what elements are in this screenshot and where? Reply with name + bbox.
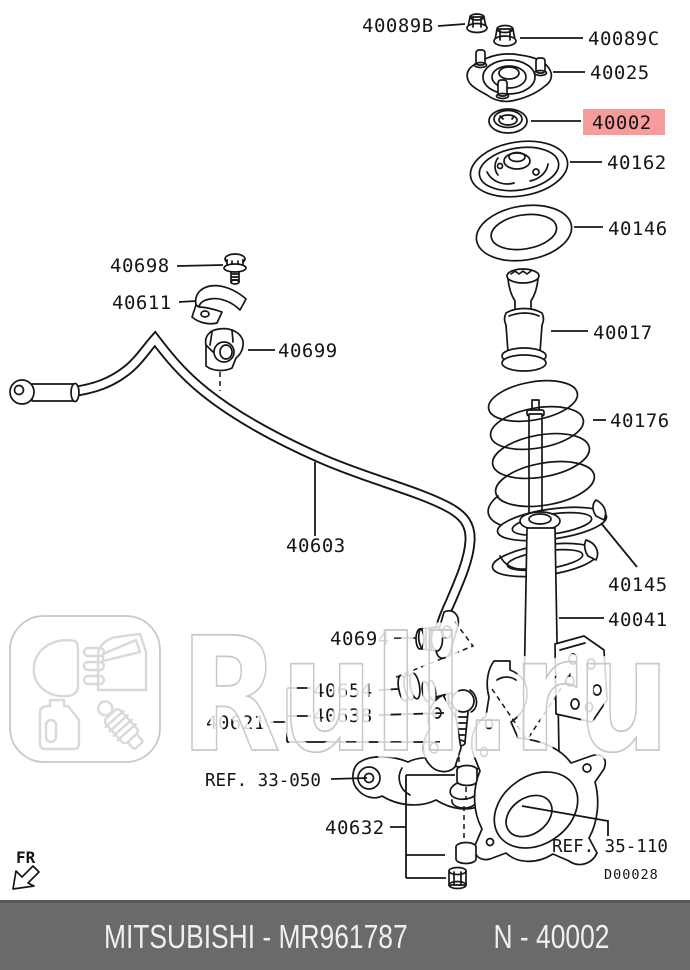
svg-text:Rull.ru: Rull.ru bbox=[180, 604, 670, 788]
drawing-code-label: D00028 bbox=[604, 867, 659, 883]
part-label-40694[interactable]: 40694 bbox=[330, 628, 390, 650]
part-label-40002[interactable]: 40002 bbox=[592, 112, 652, 134]
part-label-40698[interactable]: 40698 bbox=[110, 255, 170, 277]
leader-lines bbox=[176, 23, 638, 879]
knuckle-drawing bbox=[470, 660, 607, 866]
spring-pad-drawing bbox=[475, 204, 573, 262]
stabilizer-bushing-drawing bbox=[204, 327, 244, 391]
part-label-40025[interactable]: 40025 bbox=[590, 62, 650, 84]
watermark-text: Rull.ru Rull.ru bbox=[173, 597, 678, 796]
knuckle-bolt-stack-drawing bbox=[448, 841, 477, 890]
ball-joint-bushing-drawing bbox=[451, 764, 478, 840]
ref-label-lower-arm[interactable]: REF. 33-050 bbox=[205, 771, 321, 791]
part-label-40638[interactable]: 40638 bbox=[313, 705, 373, 727]
assembly-guide-dashes bbox=[491, 672, 572, 741]
bump-stopper-drawing bbox=[501, 268, 547, 372]
footer-group-number-text: N - 40002 bbox=[493, 917, 610, 955]
part-label-40611[interactable]: 40611 bbox=[112, 292, 172, 314]
part-label-40603[interactable]: 40603 bbox=[286, 535, 346, 557]
piston-rod-drawing bbox=[526, 399, 545, 527]
part-label-40654[interactable]: 40654 bbox=[313, 680, 373, 702]
part-label-40089b[interactable]: 40089B bbox=[362, 15, 434, 37]
part-label-40041[interactable]: 40041 bbox=[608, 609, 668, 631]
part-label-40089c[interactable]: 40089C bbox=[588, 28, 660, 50]
footer-brand-part-text: MITSUBISHI - MR961787 bbox=[103, 917, 408, 955]
front-direction-arrow-icon bbox=[12, 865, 40, 890]
strut-body-drawing bbox=[516, 527, 608, 770]
bar-end-and-nut-drawing bbox=[393, 610, 475, 679]
nut-40089B-drawing bbox=[466, 13, 488, 34]
stabilizer-bracket-drawing bbox=[191, 284, 247, 325]
stabilizer-bar-drawing bbox=[9, 330, 476, 632]
part-label-40146[interactable]: 40146 bbox=[608, 218, 668, 240]
part-label-40176[interactable]: 40176 bbox=[610, 410, 670, 432]
nut-40089C-drawing bbox=[493, 24, 517, 47]
svg-text:Rull.ru: Rull.ru bbox=[180, 604, 670, 788]
part-label-40621[interactable]: 40621 bbox=[206, 712, 266, 734]
watermark-logo-icon bbox=[5, 611, 165, 767]
spring-seat-upper-drawing bbox=[469, 140, 569, 198]
link-cushions-drawing bbox=[397, 672, 437, 703]
part-label-40145[interactable]: 40145 bbox=[608, 574, 668, 596]
part-label-40699[interactable]: 40699 bbox=[278, 340, 338, 362]
suspension-exploded-diagram: 40089B 40089C 40025 40002 40162 40146 40… bbox=[5, 13, 678, 890]
part-label-40632[interactable]: 40632 bbox=[325, 817, 385, 839]
part-label-40017[interactable]: 40017 bbox=[593, 322, 653, 344]
highlight-box bbox=[583, 109, 665, 135]
part-label-40162[interactable]: 40162 bbox=[607, 152, 667, 174]
washer-40002-drawing bbox=[488, 108, 528, 134]
stabilizer-bolt-drawing bbox=[223, 253, 247, 285]
front-direction-label: FR bbox=[16, 848, 36, 867]
ref-label-knuckle[interactable]: REF. 35-110 bbox=[552, 837, 668, 857]
strut-mount-drawing bbox=[466, 49, 553, 103]
footer-bar: MITSUBISHI - MR961787 N - 40002 bbox=[0, 900, 690, 970]
